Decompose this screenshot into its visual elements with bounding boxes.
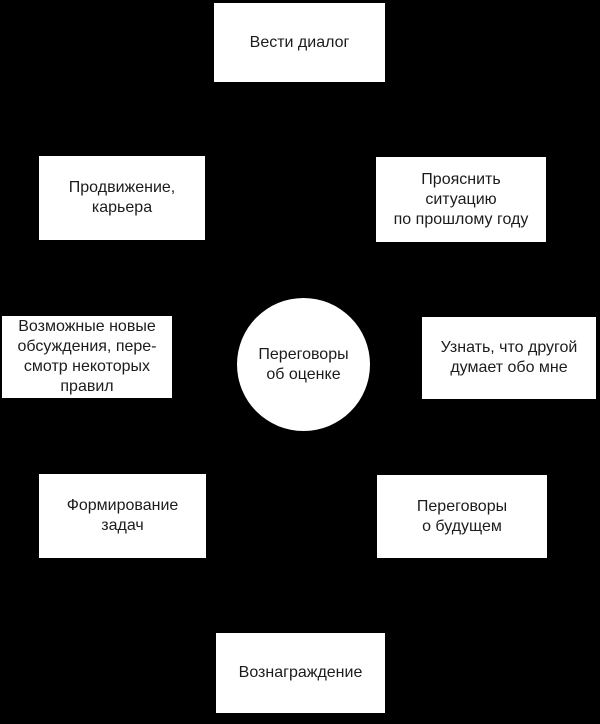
node-what-other-thinks-of-me: Узнать, что другой думает обо мне: [422, 317, 596, 399]
node-promotion-career: Продвижение, карьера: [39, 156, 205, 240]
node-remuneration: Вознаграждение: [216, 633, 385, 713]
node-task-formation: Формирование задач: [39, 474, 206, 558]
node-clarify-last-year-situation: Прояснить ситуацию по прошлому году: [376, 157, 546, 242]
node-conduct-dialogue: Вести диалог: [214, 3, 385, 82]
node-future-negotiations: Переговоры о будущем: [377, 475, 547, 558]
center-circle-evaluation-negotiations: Переговоры об оценке: [237, 298, 370, 431]
node-new-discussions-rules-revision: Возможные новые обсуждения, пере- смотр …: [2, 316, 172, 398]
